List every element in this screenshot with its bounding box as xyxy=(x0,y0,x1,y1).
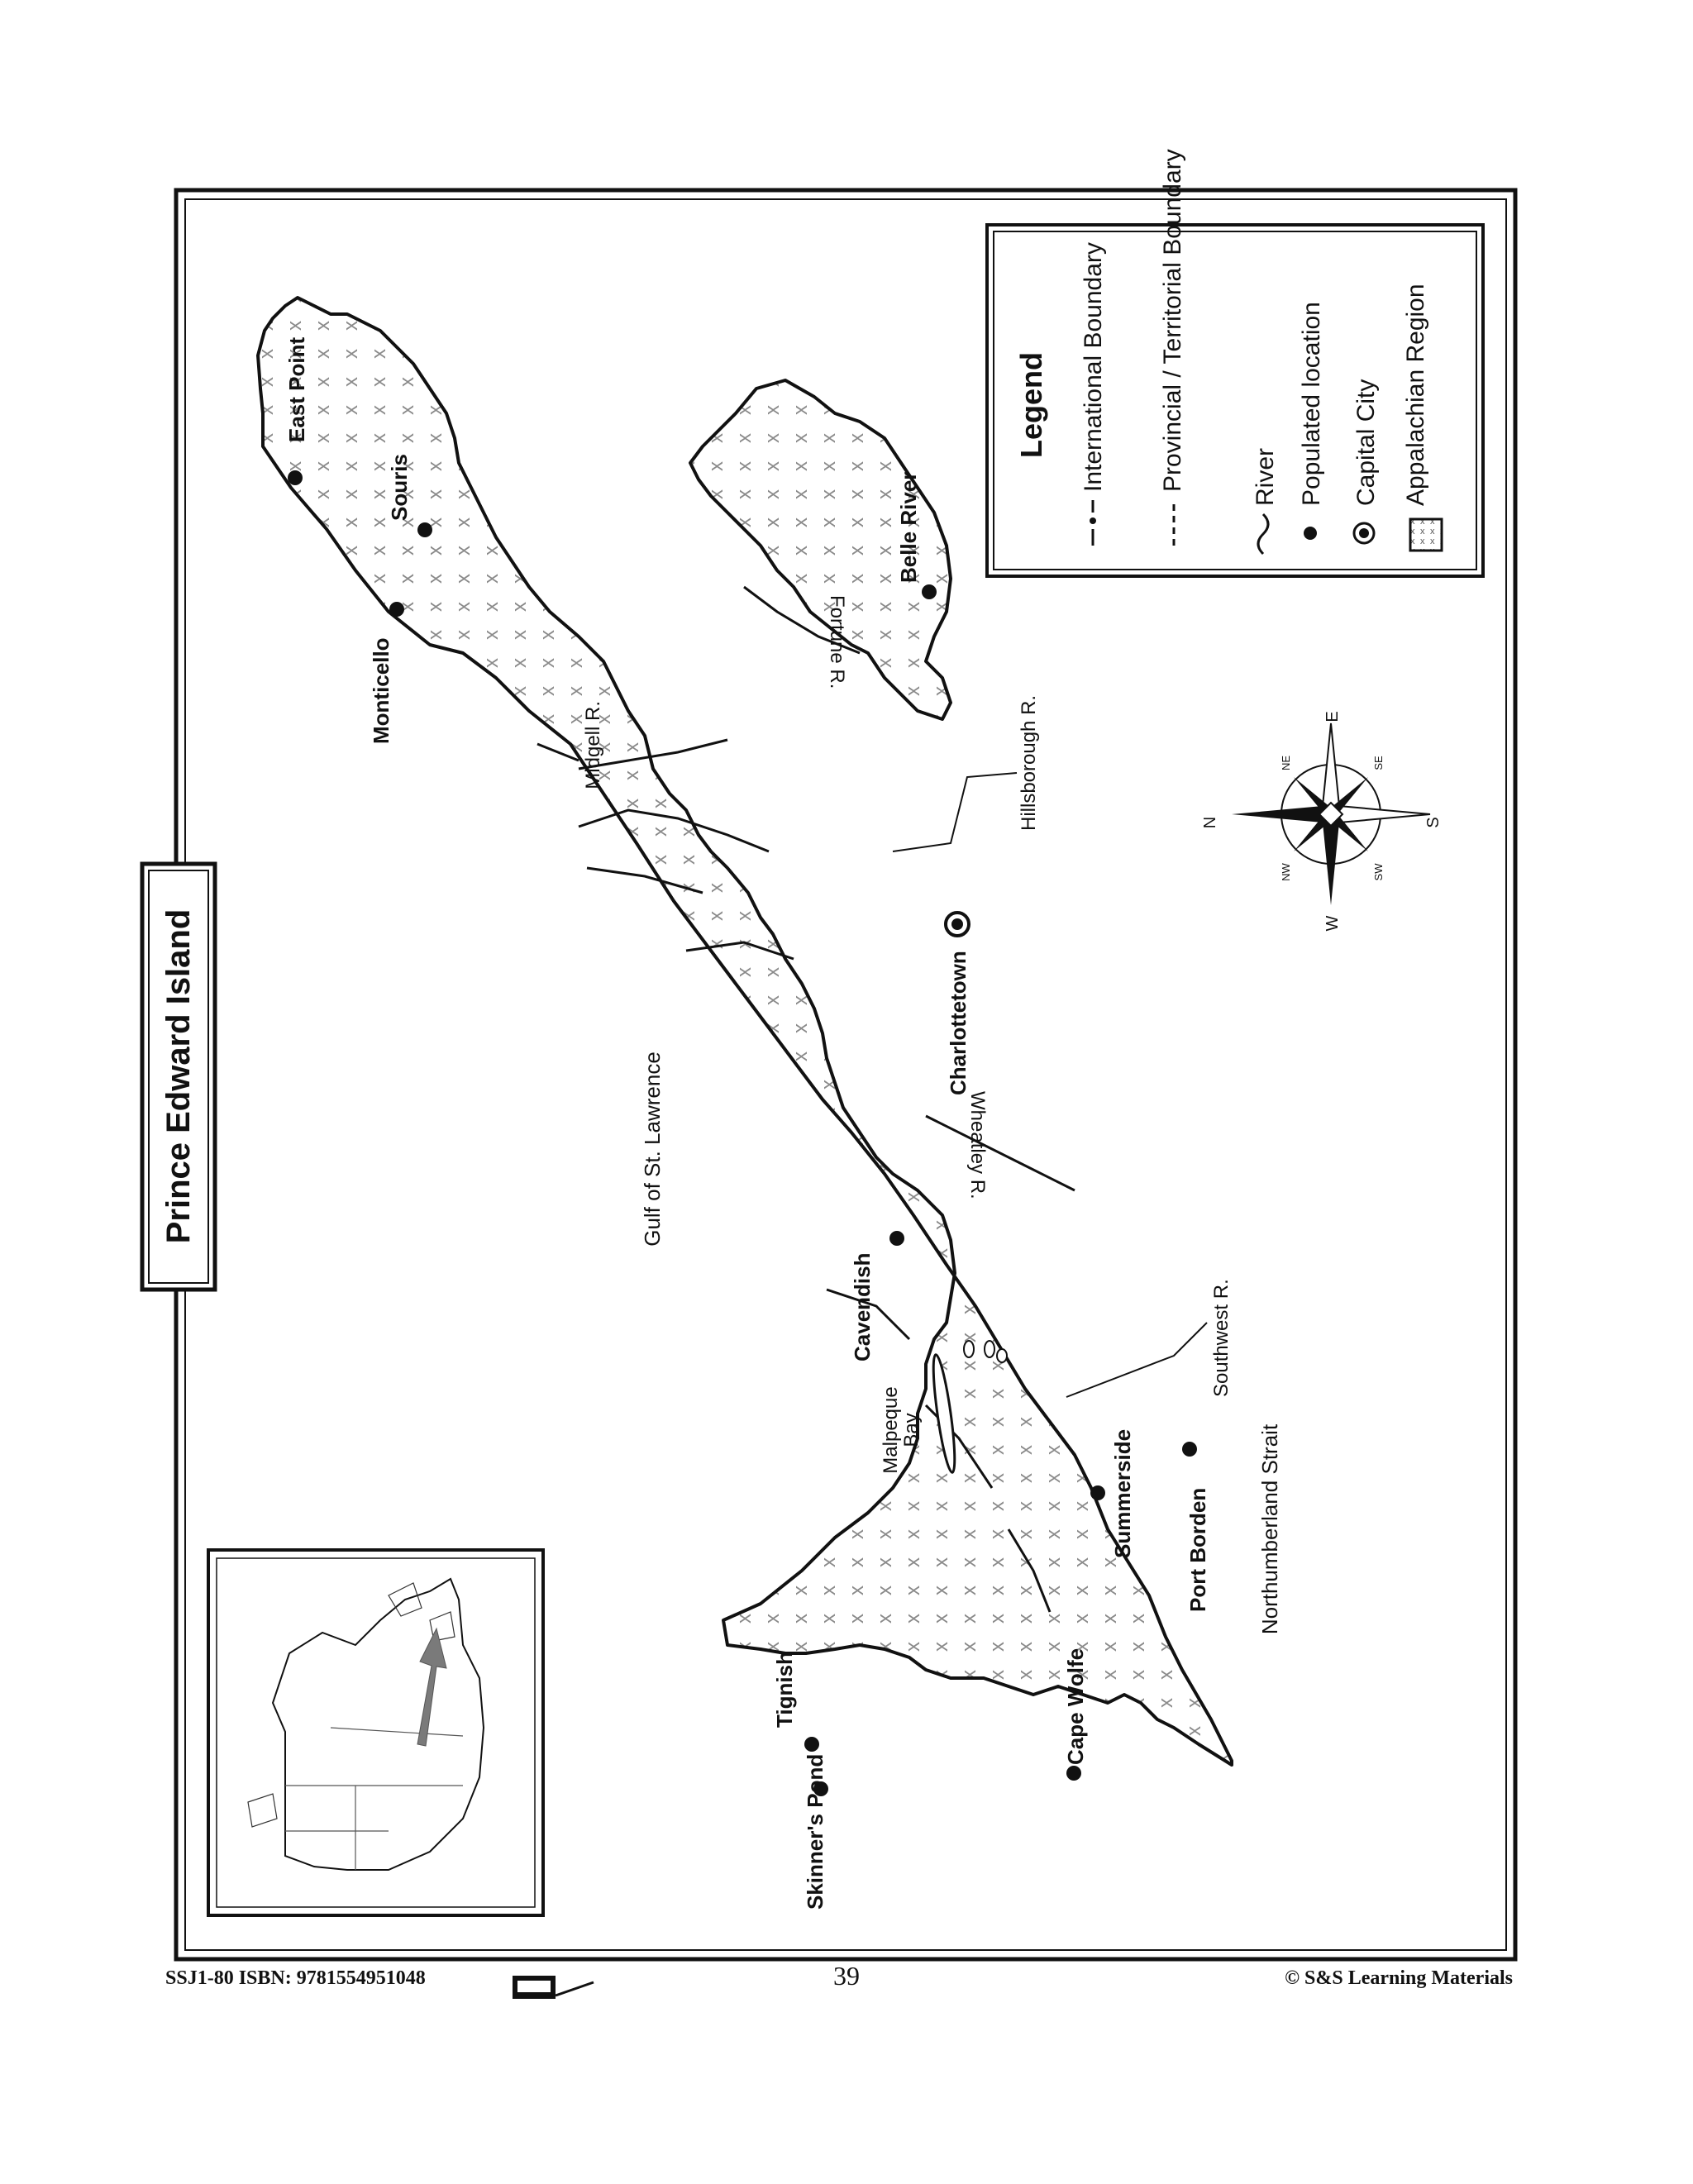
populated-location-marker xyxy=(1066,1766,1081,1781)
compass-s: S xyxy=(1424,817,1443,827)
compass-ne: NE xyxy=(1280,756,1292,770)
populated-location-marker xyxy=(1182,1442,1197,1457)
legend-label-provincial: Provincial / Territorial Boundary xyxy=(1159,149,1186,492)
capital-city-symbol-icon xyxy=(1352,522,1376,545)
legend-label-populated: Populated location xyxy=(1298,302,1325,506)
compass-n: N xyxy=(1201,817,1219,828)
hillsborough-leader xyxy=(892,772,1018,852)
label-souris: Souris xyxy=(387,454,412,521)
label-northumberland: Northumberland Strait xyxy=(1257,1423,1282,1634)
legend-panel: Legend International Boundary Provincial… xyxy=(985,149,1485,578)
label-belle-river: Belle River xyxy=(896,472,921,583)
wheatley-river xyxy=(925,1114,1075,1192)
compass-w: W xyxy=(1323,915,1342,931)
legend-label-international: International Boundary xyxy=(1080,242,1107,492)
compass-sw: SW xyxy=(1372,863,1385,881)
label-midgell-river: Midgell R. xyxy=(582,701,604,789)
label-wheatley-river: Wheatley R. xyxy=(966,1091,989,1199)
pei-east-lobe xyxy=(689,379,952,721)
book-icon xyxy=(513,1976,594,1999)
label-tignish: Tignish xyxy=(772,1652,797,1728)
populated-location-marker xyxy=(889,1231,904,1246)
pei-island xyxy=(256,296,1233,1767)
island xyxy=(963,1340,975,1358)
label-summerside: Summerside xyxy=(1110,1429,1135,1558)
populated-location-symbol-icon xyxy=(1304,527,1317,540)
populated-location-marker xyxy=(389,602,404,617)
compass-rose: N S E W NE NW SE SW xyxy=(1201,711,1443,931)
river-symbol-icon xyxy=(1257,513,1270,556)
label-southwest-river: Southwest R. xyxy=(1210,1279,1233,1397)
island xyxy=(932,1353,956,1474)
legend-title: Legend xyxy=(1014,352,1048,458)
populated-location-marker xyxy=(922,584,937,599)
label-hillsborough-river: Hillsborough R. xyxy=(1018,695,1040,831)
page-number: 39 xyxy=(833,1961,860,1991)
label-gulf: Gulf of St. Lawrence xyxy=(640,1051,665,1247)
populated-location-marker xyxy=(417,522,432,537)
fortune-river xyxy=(743,585,861,655)
label-cape-wolfe: Cape Wolfe xyxy=(1063,1648,1088,1765)
appalachian-region-symbol-icon xyxy=(1409,517,1443,552)
capital-city-marker xyxy=(944,911,970,937)
populated-location-marker xyxy=(1090,1485,1105,1500)
label-malpeque-bay-line2: Bay xyxy=(900,1413,923,1447)
populated-location-marker xyxy=(804,1737,819,1752)
international-boundary-symbol-icon xyxy=(1090,500,1096,546)
label-cavendish: Cavendish xyxy=(850,1253,875,1362)
compass-nw: NW xyxy=(1280,862,1292,880)
legend-label-river: River xyxy=(1252,448,1279,506)
populated-location-marker xyxy=(288,470,303,485)
inset-map xyxy=(207,1548,545,1917)
map-title: Prince Edward Island xyxy=(160,909,197,1244)
coast-detail xyxy=(537,742,1052,1613)
label-fortune-river: Fortune R. xyxy=(826,595,848,689)
compass-e: E xyxy=(1323,711,1342,722)
label-charlottetown: Charlottetown xyxy=(946,951,970,1095)
populated-location-marker xyxy=(813,1781,828,1796)
compass-se: SE xyxy=(1372,756,1385,770)
title-box: Prince Edward Island xyxy=(140,861,217,1292)
label-skinners-pond: Skinner's Pond xyxy=(803,1754,827,1910)
label-port-borden: Port Borden xyxy=(1185,1488,1210,1612)
footer-copyright: © S&S Learning Materials xyxy=(1285,1967,1513,1989)
inset-locator-arrow xyxy=(417,1627,447,1747)
label-east-point: East Point xyxy=(284,337,309,442)
southwest-leader xyxy=(1066,1322,1208,1398)
island xyxy=(996,1348,1008,1363)
midgell-river xyxy=(578,738,728,770)
label-malpeque-bay-line1: Malpeque xyxy=(880,1386,902,1473)
island xyxy=(984,1340,995,1358)
legend-label-appalachian: Appalachian Region xyxy=(1402,284,1429,506)
canada-outline xyxy=(271,1577,485,1871)
label-monticello: Monticello xyxy=(369,637,393,744)
legend-label-capital: Capital City xyxy=(1352,379,1380,506)
footer-isbn: SSJ1-80 ISBN: 9781554951048 xyxy=(165,1967,426,1989)
